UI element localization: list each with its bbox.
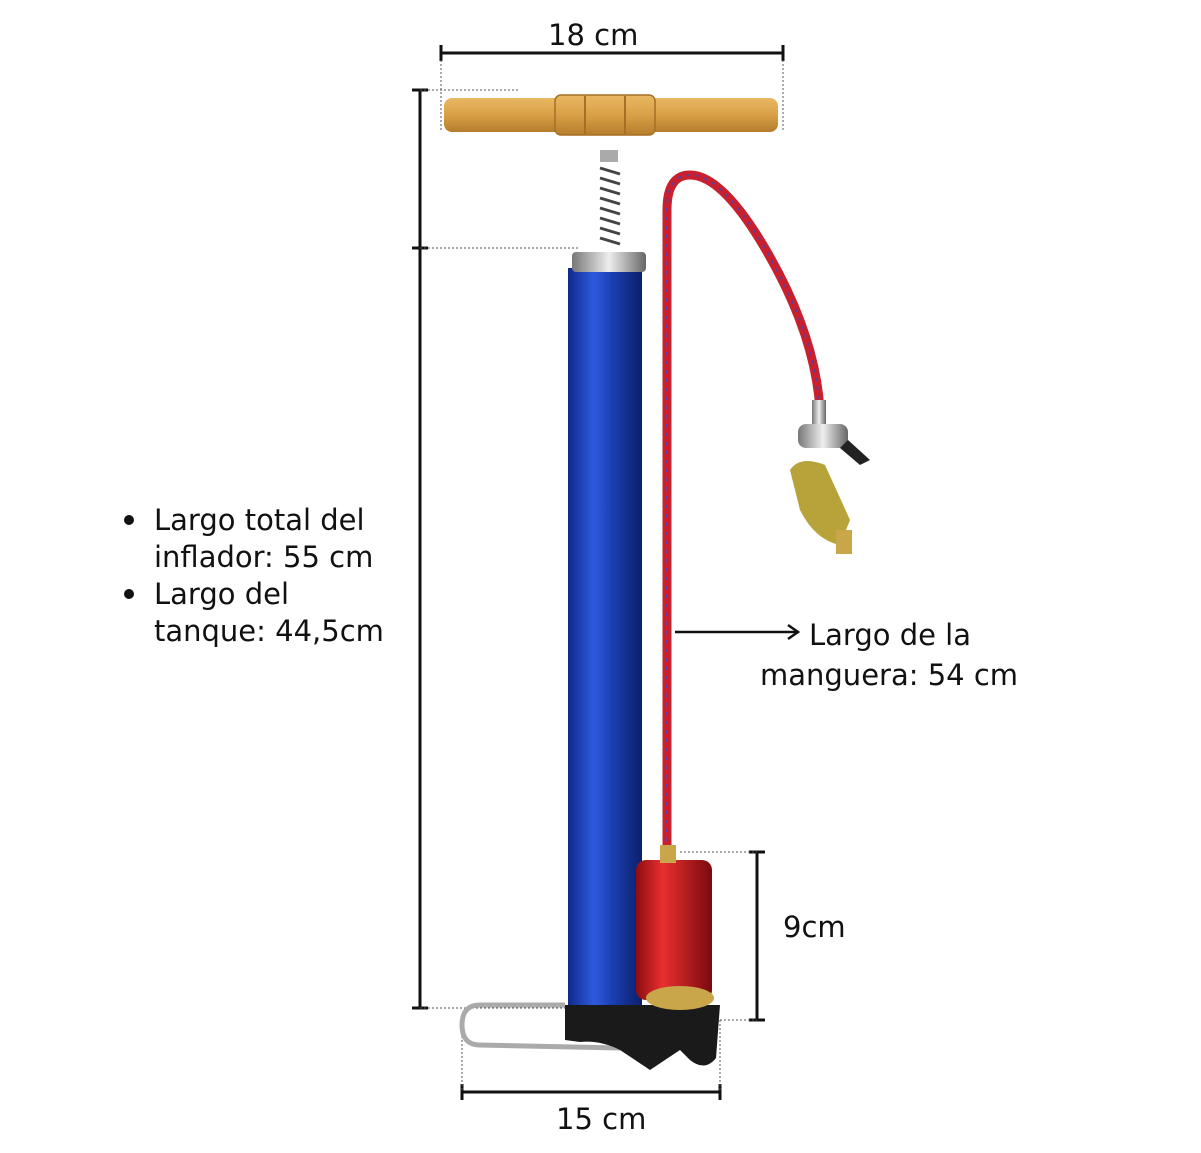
spec-total-length-line2: inflador: 55 cm	[154, 540, 374, 574]
blue-tube	[568, 268, 642, 1012]
wooden-handle	[444, 94, 778, 136]
canister-ring	[646, 986, 714, 1010]
red-canister	[636, 860, 712, 1000]
foot-loop	[459, 1002, 621, 1051]
hose-length-label-2: manguera: 54 cm	[760, 658, 1019, 692]
dimension-lines	[412, 45, 785, 1100]
canister-height-label: 9cm	[783, 910, 846, 944]
spec-tank-length-line1: Largo del	[154, 577, 290, 611]
dotted-guides	[420, 60, 784, 1092]
spec-tank-length-line2: tanque: 44,5cm	[154, 614, 384, 648]
hose	[662, 170, 825, 850]
hose-pattern	[666, 173, 821, 850]
spec-total-length-line1: Largo total del	[154, 503, 365, 537]
hose-length-label-1: Largo de la	[809, 618, 972, 652]
handle-width-label: 18 cm	[548, 18, 639, 52]
canister-fitting	[660, 845, 676, 863]
base	[565, 1005, 720, 1070]
tube-cap	[572, 252, 646, 272]
hose-arrow-icon	[675, 623, 801, 641]
base-width-label: 15 cm	[556, 1102, 647, 1136]
hose-chuck	[790, 400, 870, 554]
spring	[599, 150, 621, 246]
